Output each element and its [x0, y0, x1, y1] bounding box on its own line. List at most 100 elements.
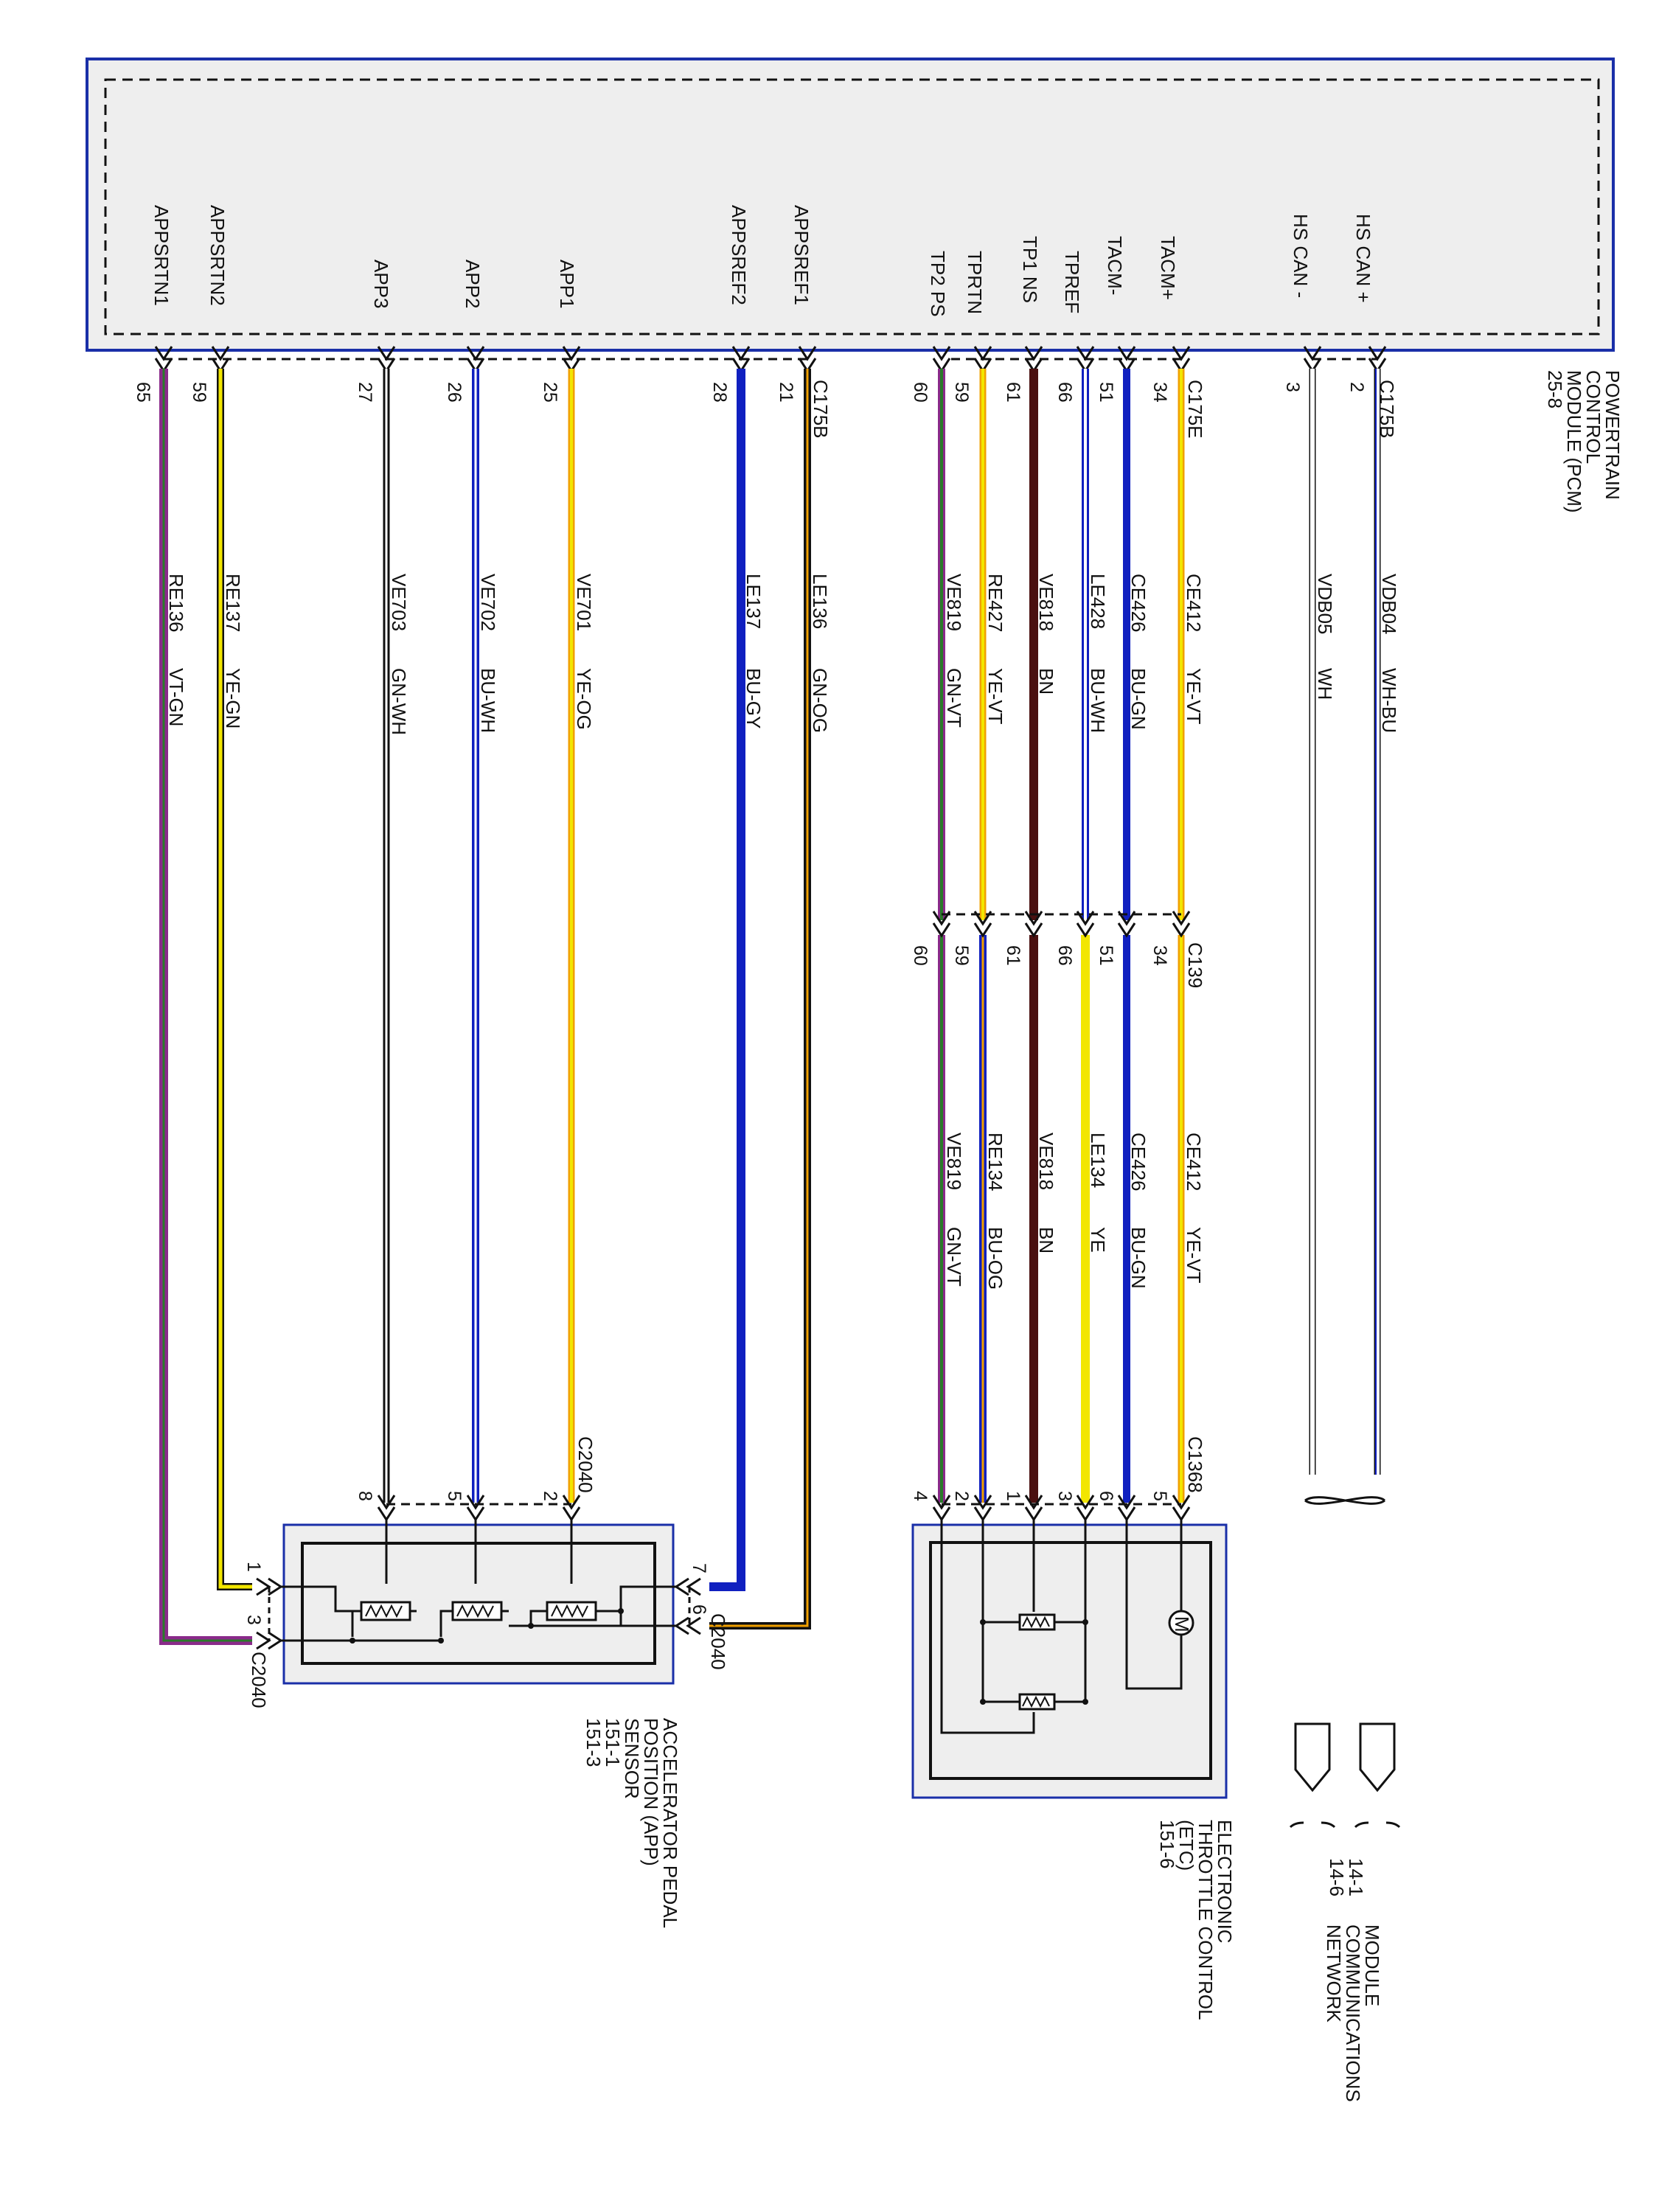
pin-number-59b: 59 — [189, 382, 209, 403]
pcm-connector-labels: C175B C175E C175B 2 3 34 51 66 61 59 60 … — [133, 380, 1398, 439]
circuit-le428: LE428 — [1087, 574, 1109, 629]
pin-number-2: 2 — [1346, 382, 1367, 392]
connector-label-c139: C139 — [1184, 942, 1206, 988]
pcm-pin-tprtn: TPRTN — [964, 251, 986, 314]
pcm-pin-tp2ps: TP2 PS — [927, 251, 949, 317]
app-pin-5: 5 — [444, 1491, 465, 1501]
circuit-labels: VDB04 WH-BU VDB05 WH CE412 YE-VT CE426 B… — [165, 574, 1400, 1290]
circuit-bu-gn: BU-GN — [1127, 668, 1150, 730]
etc-pin-6: 6 — [1096, 1491, 1116, 1501]
c139-pin-51: 51 — [1096, 945, 1116, 966]
etc-motor-symbol: M — [1171, 1616, 1193, 1632]
network-terminals — [1294, 1722, 1396, 1792]
network-title-2: COMMUNICATIONS — [1342, 1924, 1364, 2102]
app-pin-7: 7 — [689, 1563, 709, 1573]
circuit-ye: YE — [1087, 1227, 1109, 1253]
pcm-title-line-2: CONTROL — [1582, 370, 1604, 464]
app-labels: C2040 2 5 8 7 6 C2040 1 3 C2040 ACCELERA… — [243, 1436, 729, 1928]
circuit-bu-wh-2: BU-WH — [477, 668, 499, 733]
circuit-le134: LE134 — [1087, 1133, 1109, 1188]
circuit-re137: RE137 — [222, 574, 244, 633]
pcm-pin-tacm-plus: TACM+ — [1157, 236, 1179, 300]
circuit-le137: LE137 — [742, 574, 765, 629]
network-ref-1: 14-1 — [1345, 1858, 1367, 1896]
pcm-pin-labels: HS CAN + HS CAN - TACM+ TACM- TPREF TP1 … — [150, 205, 1374, 317]
circuit-bn-b: BN — [1035, 1227, 1057, 1253]
circuit-ye-vt-2: YE-VT — [984, 668, 1006, 725]
app-sensor-3 — [360, 1601, 411, 1621]
app-sensor-2 — [451, 1601, 503, 1621]
pin-number-51: 51 — [1096, 382, 1116, 403]
pcm-pin-appsref1: APPSREF1 — [790, 205, 813, 305]
circuit-bn: BN — [1035, 668, 1057, 695]
circuit-ce412: CE412 — [1183, 574, 1205, 633]
pin-number-27: 27 — [355, 382, 375, 403]
circuit-gn-vt: GN-VT — [943, 668, 965, 728]
pin-number-28: 28 — [709, 382, 730, 403]
circuit-ce412-b: CE412 — [1183, 1133, 1205, 1192]
circuit-ye-gn: YE-GN — [222, 668, 244, 728]
c139-pin-60: 60 — [910, 945, 931, 966]
circuit-le136: LE136 — [809, 574, 831, 629]
pcm-pin-tp1ns: TP1 NS — [1019, 236, 1041, 303]
app-sensor-1 — [546, 1601, 597, 1621]
etc-title-2: THROTTLE CONTROL — [1194, 1820, 1217, 2020]
network-terminal-can-minus — [1294, 1722, 1331, 1792]
etc-title-4: 151-6 — [1156, 1820, 1178, 1869]
connector-label-c2040-right: C2040 — [707, 1613, 729, 1670]
c139-pin-34: 34 — [1150, 945, 1170, 966]
network-label: 14-1 14-6 MODULE COMMUNICATIONS NETWORK — [1323, 1858, 1383, 2102]
app-component — [256, 1495, 701, 1685]
pcm-pin-tacm-minus: TACM- — [1104, 236, 1126, 295]
wire-re137 — [217, 369, 252, 1590]
circuit-bu-gn-b: BU-GN — [1127, 1227, 1150, 1289]
etc-motor — [1168, 1610, 1194, 1636]
etc-title-1: ELECTRONIC — [1214, 1820, 1236, 1944]
wire-le137 — [709, 369, 745, 1591]
circuit-gn-vt-b: GN-VT — [943, 1227, 965, 1287]
circuit-ye-vt: YE-VT — [1183, 668, 1205, 725]
pin-number-3: 3 — [1282, 382, 1303, 392]
circuit-ve703: VE703 — [388, 574, 410, 631]
app-title-5: 151-3 — [582, 1718, 605, 1767]
circuit-re136: RE136 — [165, 574, 187, 633]
circuit-vt-gn: VT-GN — [165, 668, 187, 726]
connector-label-c2040-left: C2040 — [248, 1652, 270, 1708]
app-title-4: 151-1 — [602, 1718, 624, 1767]
etc-title-3: (ETC) — [1175, 1820, 1197, 1871]
twisted-pair-symbol — [1304, 1496, 1385, 1505]
etc-pin-5: 5 — [1150, 1491, 1170, 1501]
pin-number-61: 61 — [1003, 382, 1023, 403]
circuit-vdb04: VDB04 — [1378, 574, 1400, 634]
pcm-pin-tpref: TPREF — [1061, 251, 1083, 313]
circuit-bu-og: BU-OG — [984, 1227, 1006, 1290]
circuit-gn-wh: GN-WH — [388, 668, 410, 735]
wire-re136 — [159, 369, 252, 1645]
circuit-bu-wh: BU-WH — [1087, 668, 1109, 733]
connector-label-c175e: C175E — [1184, 380, 1206, 439]
etc-inner — [929, 1541, 1212, 1780]
circuit-ce426: CE426 — [1127, 574, 1150, 633]
circuit-ce426-b: CE426 — [1127, 1133, 1150, 1192]
etc-motor-lead-b — [1125, 1519, 1183, 1690]
etc-labels: C1368 5 6 3 1 2 4 ELECTRONIC THROTTLE CO… — [910, 1436, 1236, 2020]
app-title-1: ACCELERATOR PEDAL — [659, 1718, 681, 1928]
app-pin-8: 8 — [355, 1491, 375, 1501]
pcm-module-outline — [86, 58, 1615, 352]
circuit-gn-og: GN-OG — [809, 668, 831, 733]
app-pin-3: 3 — [243, 1615, 264, 1625]
pin-number-65: 65 — [133, 382, 153, 403]
app-pin-2: 2 — [540, 1491, 560, 1501]
circuit-ye-vt-b: YE-VT — [1183, 1227, 1205, 1284]
app-title-3: SENSOR — [621, 1718, 643, 1799]
c139-pin-66: 66 — [1054, 945, 1075, 966]
pcm-title: POWERTRAIN CONTROL MODULE (PCM) 25-8 — [1544, 370, 1624, 513]
pcm-pin-app2: APP2 — [462, 260, 484, 309]
c139-labels: C139 34 51 66 61 59 60 — [910, 942, 1206, 988]
pin-number-25: 25 — [540, 382, 560, 403]
pcm-title-line-4: 25-8 — [1544, 370, 1566, 408]
pcm-module-inner-dashed — [104, 78, 1600, 335]
app-pin-6: 6 — [689, 1604, 709, 1615]
circuit-re427: RE427 — [984, 574, 1006, 633]
circuit-ve702: VE702 — [477, 574, 499, 631]
